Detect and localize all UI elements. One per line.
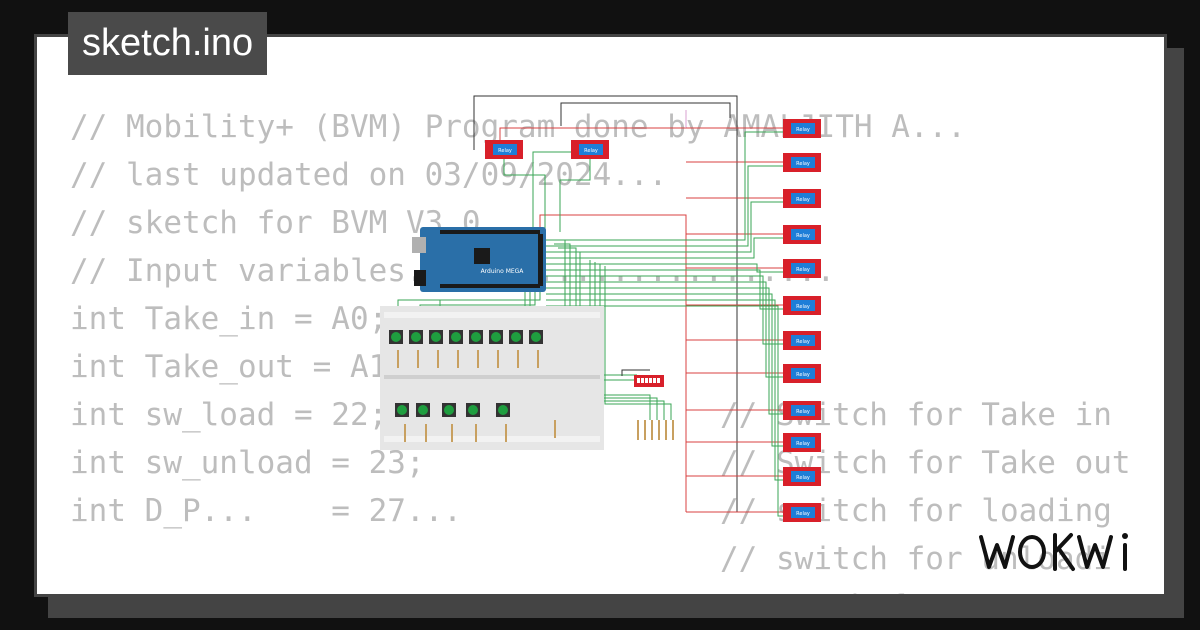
push-button[interactable] bbox=[429, 330, 443, 344]
wire-gnd bbox=[473, 95, 738, 150]
relay-label: Relay bbox=[796, 197, 810, 203]
relay-label: Relay bbox=[498, 148, 512, 154]
relay-label: Relay bbox=[796, 127, 810, 133]
code-background: // Mobility+ (BVM) Program done by AMALJ… bbox=[70, 103, 966, 535]
relay-module[interactable]: Relay bbox=[783, 225, 821, 244]
relay-signal-wires bbox=[503, 131, 784, 517]
code-comments: // Switch for Take in// Switch for Take … bbox=[720, 391, 1131, 594]
relay-label: Relay bbox=[796, 511, 810, 517]
code-line: int Take_out = A1; bbox=[70, 349, 406, 385]
wire-gnd bbox=[560, 102, 731, 126]
sketch-title: sketch.ino bbox=[68, 12, 268, 75]
relay-module[interactable]: Relay bbox=[783, 433, 821, 452]
wokwi-logo bbox=[979, 533, 1128, 571]
code-line: // last updated on 03/09/2024... bbox=[70, 157, 668, 193]
code-line: int sw_unload = 23; bbox=[70, 445, 425, 481]
push-button[interactable] bbox=[409, 330, 423, 344]
relay-label: Relay bbox=[796, 441, 810, 447]
push-button[interactable] bbox=[489, 330, 503, 344]
relay-module[interactable]: Relay bbox=[783, 153, 821, 172]
resistor-list bbox=[397, 350, 674, 442]
push-button[interactable] bbox=[496, 403, 510, 417]
relay-label: Relay bbox=[796, 372, 810, 378]
push-button[interactable] bbox=[389, 330, 403, 344]
wire-vcc bbox=[499, 127, 686, 140]
push-button[interactable] bbox=[449, 330, 463, 344]
push-button[interactable] bbox=[416, 403, 430, 417]
breadboard bbox=[380, 306, 604, 450]
relay-label: Relay bbox=[796, 409, 810, 415]
relay-module[interactable]: Relay bbox=[783, 189, 821, 208]
relay-module[interactable]: Relay bbox=[571, 140, 609, 159]
arduino-mega-board[interactable]: Arduino MEGA bbox=[412, 227, 546, 292]
relay-module[interactable]: Relay bbox=[783, 119, 821, 138]
relay-label: Relay bbox=[796, 339, 810, 345]
code-line: int Take_in = A0; bbox=[70, 301, 388, 337]
push-button[interactable] bbox=[469, 330, 483, 344]
relay-module[interactable]: Relay bbox=[783, 401, 821, 420]
board-label: Arduino MEGA bbox=[481, 268, 525, 275]
relay-module-list: Relay Relay Relay Relay Relay Relay Rela… bbox=[485, 119, 821, 522]
dip-switch[interactable] bbox=[634, 375, 664, 387]
code-line: // Mobility+ (BVM) Program done by AMALJ… bbox=[70, 109, 966, 145]
relay-vcc-wires bbox=[686, 127, 784, 513]
relay-label: Relay bbox=[796, 304, 810, 310]
relay-module[interactable]: Relay bbox=[783, 259, 821, 278]
push-button[interactable] bbox=[529, 330, 543, 344]
relay-label: Relay bbox=[796, 267, 810, 273]
code-line: int D_P... = 27... bbox=[70, 493, 462, 529]
code-line: int sw_load = 22; bbox=[70, 397, 388, 433]
relay-label: Relay bbox=[796, 233, 810, 239]
relay-module[interactable]: Relay bbox=[783, 296, 821, 315]
push-button[interactable] bbox=[509, 330, 523, 344]
relay-module[interactable]: Relay bbox=[783, 364, 821, 383]
relay-module[interactable]: Relay bbox=[783, 331, 821, 350]
relay-module[interactable]: Relay bbox=[485, 140, 523, 159]
comment-line: // S...h f... bbox=[720, 583, 1131, 594]
comment-line: // switch for loading bbox=[720, 493, 1112, 529]
wire-vcc-bus bbox=[539, 214, 687, 512]
relay-label: Relay bbox=[584, 148, 598, 154]
push-button[interactable] bbox=[442, 403, 456, 417]
push-button-list bbox=[389, 330, 543, 417]
push-button[interactable] bbox=[466, 403, 480, 417]
relay-label: Relay bbox=[796, 475, 810, 481]
relay-module[interactable]: Relay bbox=[783, 467, 821, 486]
ground-symbol bbox=[621, 369, 650, 376]
push-button[interactable] bbox=[395, 403, 409, 417]
relay-label: Relay bbox=[796, 161, 810, 167]
relay-module[interactable]: Relay bbox=[783, 503, 821, 522]
